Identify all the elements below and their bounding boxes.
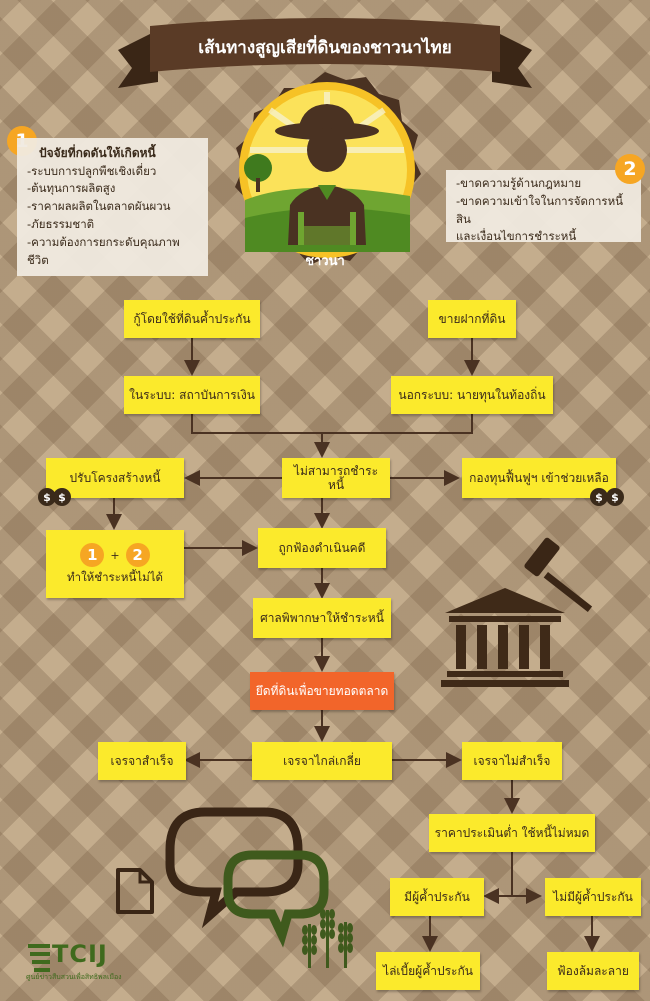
- factor1-heading: ปัจจัยที่กดดันให้เกิดหนี้: [39, 146, 156, 160]
- flow-mediate: เจรจาไกล่เกลี่ย: [252, 742, 392, 780]
- combo-badge-2: 2: [125, 543, 150, 568]
- coin-icon: $: [606, 488, 624, 506]
- flow-sued: ถูกฟ้องดำเนินคดี: [258, 528, 386, 568]
- coin-icon: $: [38, 488, 56, 506]
- factor1-item: -ภัยธรรมชาติ: [27, 217, 95, 232]
- farmer-label: ชาวนา: [305, 254, 345, 269]
- courthouse-icon: [441, 588, 569, 687]
- factor2-badge: 2: [615, 154, 645, 184]
- flow-cannot-pay: ไม่สามารถชำระหนี้: [282, 458, 390, 498]
- flow-loan-collateral: กู้โดยใช้ที่ดินค้ำประกัน: [124, 300, 260, 338]
- factor1-panel: ปัจจัยที่กดดันให้เกิดหนี้ -ระบบการปลูกพื…: [17, 138, 208, 276]
- rice-icon: [302, 909, 353, 968]
- combo-plus: +: [110, 548, 120, 562]
- flow-sell-consign: ขายฝากที่ดิน: [428, 300, 516, 338]
- logo-mark: [28, 944, 50, 972]
- factor2-item: -ขาดความรู้ด้านกฎหมาย: [456, 176, 582, 190]
- combo-row: 1 + 2: [80, 543, 150, 568]
- logo-name: TCIJ: [52, 940, 108, 968]
- flow-court-order: ศาลพิพากษาให้ชำระหนี้: [253, 598, 391, 638]
- flow-bankrupt: ฟ้องล้มละลาย: [547, 952, 639, 990]
- flow-no-guarantor: ไม่มีผู้ค้ำประกัน: [545, 878, 641, 916]
- factor1-item: -ต้นทุนการผลิตสูง: [27, 181, 116, 196]
- factor2-item: -ขาดความเข้าใจในการจัดการหนี้สิน: [456, 193, 624, 226]
- flow-combined-factors: 1 + 2 ทำให้ชำระหนี้ไม่ได้: [46, 530, 184, 598]
- page-title: เส้นทางสูญเสียที่ดินของชาวนาไทย: [198, 37, 452, 58]
- flow-has-guarantor: มีผู้ค้ำประกัน: [390, 878, 484, 916]
- factor1-item: -ราคาผลผลิตในตลาดผันผวน: [27, 199, 171, 214]
- factor2-panel: -ขาดความรู้ด้านกฎหมาย -ขาดความเข้าใจในกา…: [446, 170, 641, 243]
- flow-sue-guarantor: ไล่เบี้ยผู้ค้ำประกัน: [376, 952, 480, 990]
- flow-informal-system: นอกระบบ: นายทุนในท้องถิ่น: [391, 376, 553, 414]
- flow-success: เจรจาสำเร็จ: [98, 742, 186, 780]
- flow-low-appraisal: ราคาประเมินต่ำ ใช้หนี้ไม่หมด: [429, 814, 595, 852]
- farmer-emblem: [235, 72, 421, 265]
- coin-icon: $: [53, 488, 71, 506]
- title-ribbon: [118, 18, 532, 88]
- flow-fail: เจรจาไม่สำเร็จ: [462, 742, 562, 780]
- factor2-item: และเงื่อนไขการชำระหนี้: [456, 229, 577, 244]
- document-icon: [116, 868, 154, 914]
- logo-tagline: ศูนย์ข่าวสืบสวนเพื่อสิทธิพลเมือง: [26, 973, 122, 981]
- combo-text: ทำให้ชำระหนี้ไม่ได้: [67, 570, 163, 585]
- gavel-icon: [524, 537, 593, 612]
- flow-seize-land: ยึดที่ดินเพื่อขายทอดตลาด: [250, 672, 394, 710]
- factor1-item: -ความต้องการยกระดับคุณภาพชีวิต: [27, 234, 180, 267]
- coin-icon: $: [590, 488, 608, 506]
- speech-bubbles-icon: [165, 807, 329, 948]
- factor1-item: -ระบบการปลูกพืชเชิงเดี่ยว: [27, 163, 157, 178]
- flow-formal-system: ในระบบ: สถาบันการเงิน: [124, 376, 260, 414]
- combo-badge-1: 1: [80, 543, 105, 568]
- flow-arrows: [106, 338, 600, 952]
